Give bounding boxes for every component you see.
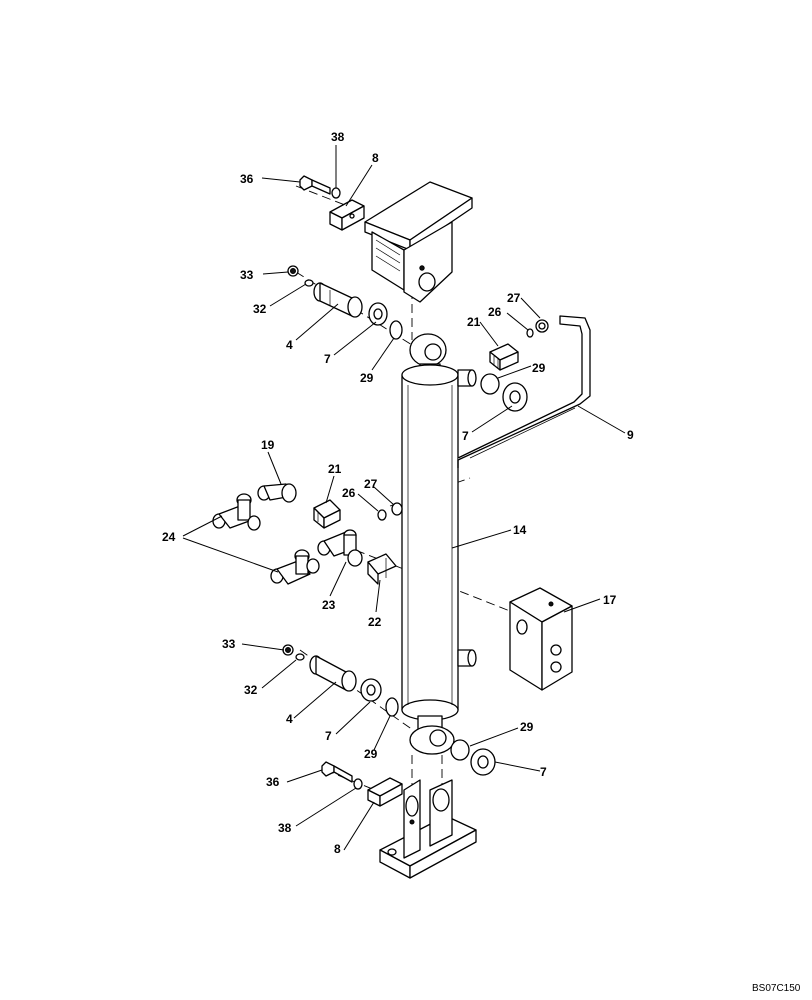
top-fitting-32 (304, 279, 314, 287)
callout-21-top: 21 (467, 315, 481, 329)
callout-27-top: 27 (507, 291, 521, 305)
callout-4-top: 4 (286, 338, 293, 352)
callout-26-mid: 26 (342, 486, 356, 500)
callout-24: 24 (162, 530, 176, 544)
callout-29-top: 29 (360, 371, 374, 385)
bottom-right-washer-7 (470, 748, 496, 776)
elbow-19 (257, 483, 297, 503)
bottom-fitting-32 (295, 653, 305, 661)
callout-9: 9 (627, 428, 634, 442)
bottom-right-ring-29 (450, 739, 470, 761)
top-pin-4 (313, 282, 363, 318)
callout-7-right: 7 (462, 429, 469, 443)
mid-oring-26 (377, 509, 387, 521)
callout-33-bot: 33 (222, 637, 236, 651)
tee-24-lower (270, 549, 320, 585)
tee-23 (317, 529, 363, 567)
callout-36-bot: 36 (266, 775, 280, 789)
top-plate-8 (329, 199, 365, 231)
callout-4-bot: 4 (286, 712, 293, 726)
upper-ring-29 (480, 373, 500, 395)
callout-29-bot: 29 (364, 747, 378, 761)
top-mount-bracket (364, 181, 473, 303)
upper-oring-26 (526, 328, 534, 338)
bottom-pin-4 (309, 655, 357, 692)
bottom-washer-7 (360, 678, 382, 702)
upper-washer-7 (502, 382, 528, 412)
callout-38-bot: 38 (278, 821, 292, 835)
callout-29-right: 29 (532, 361, 546, 375)
leader-lines (182, 145, 626, 851)
bottom-plate-8 (367, 777, 403, 807)
top-washer-7 (368, 302, 388, 326)
callout-22: 22 (368, 615, 382, 629)
callout-17: 17 (603, 593, 617, 607)
bottom-bolt-36 (321, 761, 353, 783)
callout-8-top: 8 (372, 151, 379, 165)
top-ring-29 (389, 320, 403, 340)
top-washer-38 (331, 187, 341, 199)
callout-19: 19 (261, 438, 275, 452)
callout-8-bot: 8 (334, 842, 341, 856)
callout-21-mid: 21 (328, 462, 342, 476)
callout-labels: 38 8 36 33 32 4 7 29 21 26 27 29 7 9 19 … (162, 130, 634, 856)
callout-36-top: 36 (240, 172, 254, 186)
fitting-22 (367, 553, 397, 585)
hydraulic-tube-9 (457, 315, 591, 468)
callout-38-top: 38 (331, 130, 345, 144)
callout-23: 23 (322, 598, 336, 612)
bottom-washer-38 (353, 778, 363, 790)
callout-7-top: 7 (324, 352, 331, 366)
callout-33-top: 33 (240, 268, 254, 282)
bottom-base-bracket (379, 779, 477, 879)
bottom-grease-fitting-33 (282, 644, 294, 656)
cylinder-body-14 (401, 364, 477, 721)
upper-nut-27 (535, 319, 549, 333)
top-grease-fitting-33 (287, 265, 299, 277)
callout-7-bot: 7 (325, 729, 332, 743)
mid-fitting-21 (313, 499, 341, 529)
callout-32-top: 32 (253, 302, 267, 316)
mid-nut-27 (391, 502, 403, 516)
callout-29-botright: 29 (520, 720, 534, 734)
rod-eye-bottom (409, 715, 455, 755)
upper-fitting-21 (489, 343, 519, 371)
top-bolt-36 (299, 175, 331, 195)
bottom-ring-29 (385, 697, 399, 717)
callout-14: 14 (513, 523, 527, 537)
valve-block-17 (509, 587, 573, 691)
drawing-code: BS07C150 (752, 983, 801, 994)
callout-32-bot: 32 (244, 683, 258, 697)
tee-24-upper (212, 493, 261, 531)
callout-26-top: 26 (488, 305, 502, 319)
callout-27-mid: 27 (364, 477, 378, 491)
callout-7-botright: 7 (540, 765, 547, 779)
